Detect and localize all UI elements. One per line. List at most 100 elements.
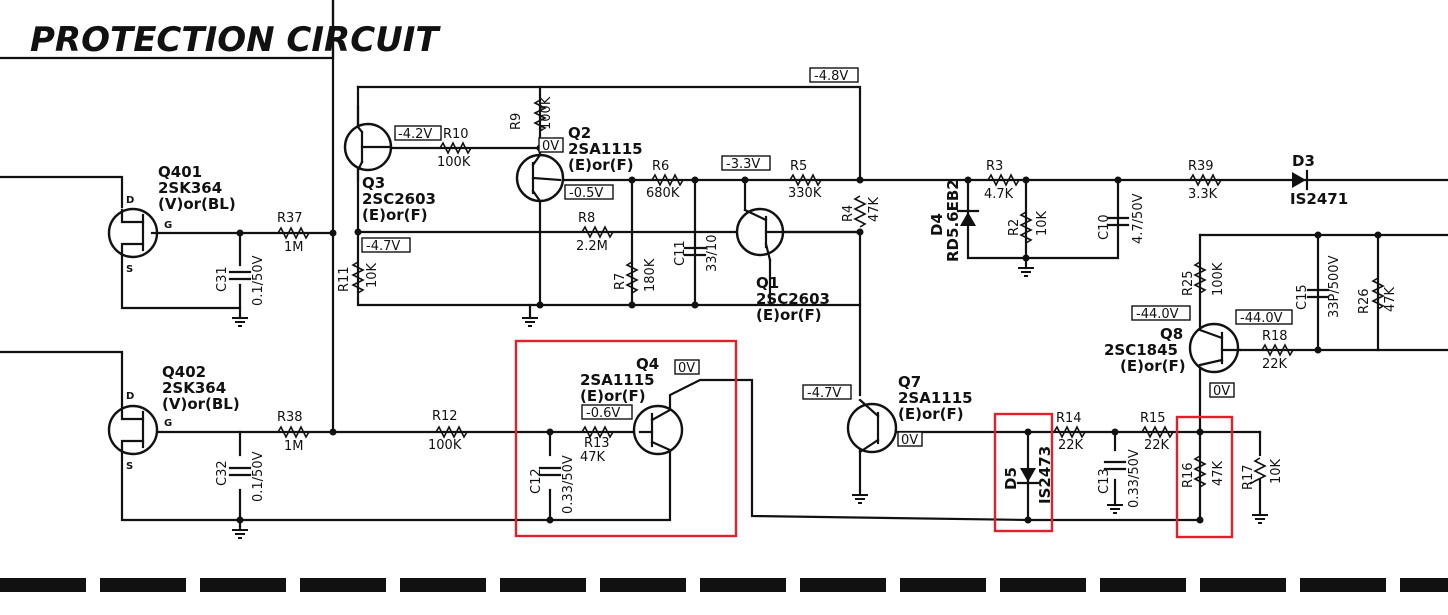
ground-symbols [232,267,1268,539]
q8-grade: (E)or(F) [1120,357,1186,375]
transistor-q3: Q3 2SC2603 (E)or(F) [343,105,436,224]
q401-part: 2SK364 [158,179,222,197]
q3-grade: (E)or(F) [362,206,428,224]
q401-pin-s: S [126,264,133,275]
r37-name: R37 [277,211,303,226]
q4-name: Q4 [636,355,659,373]
resistor-r5: R5 330K [788,159,822,201]
q401-grade: (V)or(BL) [158,195,236,213]
resistor-r12: R12 100K [428,409,468,453]
resistor-r3: R3 4.7K [984,159,1020,202]
voltage-box: 0V [897,431,923,448]
voltage-box: -0.5V [564,184,614,201]
v-r11: -4.7V [366,239,400,254]
title-block: PROTECTION CIRCUIT [0,0,441,60]
highlight-d5-area [993,412,1054,533]
r7-value: 180K [643,258,658,292]
c31-value: 0.1/50V [251,255,266,306]
r25-name: R25 [1181,270,1196,296]
voltage-box: -4.2V [394,125,442,142]
r3-value: 4.7K [984,187,1014,202]
r39-value: 3.3K [1188,187,1218,202]
q402-pin-g: G [164,418,172,429]
v-q8-bottom: 0V [1213,384,1230,399]
c32-value: 0.1/50V [251,451,266,502]
c11-value: 33/10 [705,235,720,272]
c10-value: 4.7/50V [1131,193,1146,244]
q3-part: 2SC2603 [362,190,436,208]
voltage-box: -4.7V [802,384,852,401]
highlight-boxes [514,339,1234,539]
r39-name: R39 [1188,159,1214,174]
transistor-q1: Q1 2SC2603 (E)or(F) [735,207,862,324]
voltage-box: -44.0V [1235,309,1293,326]
q401-name: Q401 [158,163,202,181]
r18-value: 22K [1262,357,1288,372]
q4-part: 2SA1115 [580,371,655,389]
diode-d3: D3 IS2471 [1290,152,1348,208]
q402-name: Q402 [162,363,206,381]
ground-icon [1252,514,1268,524]
resistor-r26: R26 47K [1357,277,1398,314]
r5-name: R5 [790,159,807,174]
r10-name: R10 [443,127,469,142]
c13-name: C13 [1097,468,1112,494]
voltage-box: 0V [1209,382,1235,399]
q1-grade: (E)or(F) [756,306,822,324]
r17-name: R17 [1241,464,1256,490]
transistor-q7: Q7 2SA1115 (E)or(F) [846,373,973,454]
r17-value: 10K [1269,458,1284,484]
ground-icon [522,303,538,327]
voltage-box: -44.0V [1131,305,1191,322]
r15-name: R15 [1140,411,1166,426]
r10-value: 100K [437,155,471,170]
q401-pin-g: G [164,220,172,231]
v-q2-emitter: -0.5V [569,186,603,201]
resistor-r6: R6 680K [646,159,684,201]
q4-grade: (E)or(F) [580,387,646,405]
resistor-r18: R18 22K [1261,329,1294,372]
r9-value: 100K [539,96,554,130]
r38-value: 1M [284,439,304,454]
r6-name: R6 [652,159,669,174]
r14-name: R14 [1056,411,1082,426]
voltage-box: -3.3V [721,155,771,172]
q8-part: 2SC1845 [1104,341,1178,359]
r15-value: 22K [1144,438,1170,453]
q7-name: Q7 [898,373,921,391]
transistor-q402: D G S Q402 2SK364 (V)or(BL) [107,363,240,472]
capacitor-c12: C12 0.33/50V [529,455,576,514]
voltage-box: 0V [538,137,564,154]
v-q8-right: -44.0V [1240,311,1283,326]
voltage-box: -0.6V [581,404,633,421]
r16-name: R16 [1181,462,1196,488]
r37-value: 1M [284,240,304,255]
transistor-q4: Q4 2SA1115 (E)or(F) [580,355,684,456]
ground-icon [1107,504,1123,514]
c13-value: 0.33/50V [1127,449,1142,508]
r9-name: R9 [509,113,524,130]
transistor-q401: D G S Q401 2SK364 (V)or(BL) [107,163,236,275]
q402-pin-d: D [126,391,134,402]
highlight-r16-area [1175,415,1234,539]
resistor-r13: R13 47K [580,425,614,465]
resistor-r16: R16 47K [1181,455,1226,488]
c15-value: 33P/500V [1327,255,1342,318]
r13-value: 47K [580,450,606,465]
q7-grade: (E)or(F) [898,405,964,423]
q7-part: 2SA1115 [898,389,973,407]
d4-name: D4 [928,213,946,236]
r16-value: 47K [1211,460,1226,486]
r26-name: R26 [1357,288,1372,314]
q2-grade: (E)or(F) [568,156,634,174]
resistor-r8: R8 2.2M [576,211,614,254]
r3-name: R3 [986,159,1003,174]
d4-part: RD5.6EB2 [944,179,962,262]
c11-name: C11 [673,240,688,266]
ground-icon [232,529,248,539]
r25-value: 100K [1211,262,1226,296]
resistor-r14: R14 22K [1053,411,1086,453]
v-q8-left: -44.0V [1136,307,1179,322]
v-q2-base: 0V [542,139,559,154]
